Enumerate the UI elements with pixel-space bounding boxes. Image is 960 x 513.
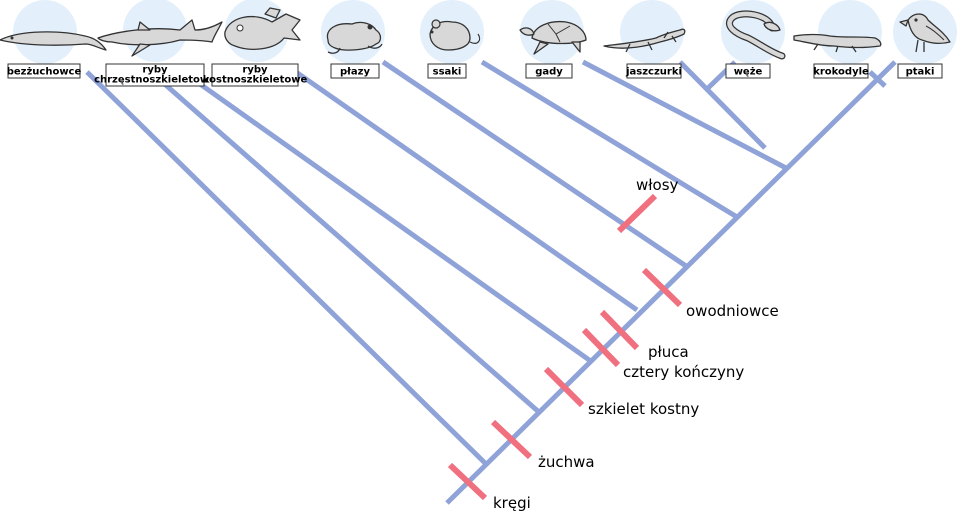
- branch-gady: [480, 59, 739, 220]
- icon-background: [620, 0, 684, 64]
- taxon-label-text: ssaki: [433, 67, 462, 78]
- mark-pluca: [599, 309, 640, 351]
- mouse-icon: [429, 19, 481, 51]
- taxon-icons: [0, 0, 957, 64]
- lizard-icon: [603, 28, 686, 53]
- trait-label-cztery-konczyny: cztery kończyny: [623, 363, 744, 381]
- branch-bezzuchowce: [85, 70, 489, 467]
- bony-fish-icon: [224, 7, 301, 50]
- taxon-label-text: węże: [734, 67, 763, 78]
- snake-icon: [725, 10, 786, 60]
- taxon-label-bezzuchowce: bezżuchowce: [7, 63, 82, 79]
- trunk: [445, 60, 897, 505]
- bird-icon: [899, 13, 951, 53]
- trait-label-owodniowce: owodniowce: [686, 302, 779, 320]
- taxon-label-ssaki: ssaki: [427, 63, 467, 79]
- branch-jaszczurki-tip: [678, 60, 767, 150]
- taxon-label-text: jaszczurki: [625, 67, 682, 78]
- icon-background: [818, 0, 882, 64]
- branch-ssaki: [381, 59, 688, 269]
- mark-szkielet-kostny: [543, 366, 585, 408]
- taxon-label-text: krokodyle: [813, 67, 869, 78]
- shark-icon: [97, 19, 223, 57]
- taxon-label-text: ptaki: [906, 67, 935, 78]
- taxon-label-text: gady: [535, 67, 563, 78]
- taxon-label-text: ryby: [242, 65, 268, 76]
- mark-owodniowce: [641, 267, 683, 308]
- taxon-label-krokodyle: krokodyle: [813, 63, 869, 79]
- taxon-label-text: bezżuchowce: [7, 67, 82, 78]
- turtle-icon: [519, 20, 587, 55]
- trait-labels: kręgi żuchwa szkielet kostny cztery kończyn…: [493, 176, 779, 512]
- crocodile-icon: [793, 33, 882, 53]
- taxon-label-plazy: płazy: [330, 63, 380, 79]
- branch-ryby-chrzestnoszkieletowe: [158, 78, 542, 415]
- trait-label-kregi: kręgi: [493, 494, 531, 512]
- taxon-label-text: płazy: [340, 67, 370, 78]
- frog-icon: [326, 21, 383, 54]
- taxon-label-weze: węże: [725, 63, 771, 79]
- taxon-label-text: chrzęstnoszkieletowe: [94, 75, 216, 86]
- trait-label-szkielet-kostny: szkielet kostny: [588, 400, 699, 418]
- trait-label-zuchwa: żuchwa: [538, 453, 595, 471]
- lamprey-icon: [0, 31, 107, 51]
- trait-label-wlosy: włosy: [636, 176, 679, 194]
- taxon-label-ptaki: ptaki: [897, 63, 943, 79]
- taxon-label-gady: gady: [525, 63, 573, 79]
- branch-plazy: [294, 69, 639, 313]
- trait-label-pluca: płuca: [648, 343, 689, 361]
- branch-ryby-kostnoszkieletowe: [198, 81, 594, 365]
- taxon-label-text: kostnoszkieletowe: [203, 75, 308, 86]
- mark-wlosy: [616, 193, 658, 234]
- branches: [85, 59, 897, 505]
- taxon-label-jaszczurki: jaszczurki: [625, 63, 682, 79]
- mark-cztery-konczyny: [581, 327, 621, 368]
- taxon-label-text: ryby: [142, 65, 168, 76]
- mark-kregi: [447, 462, 488, 501]
- mark-zuchwa: [490, 419, 533, 460]
- trait-marks: [447, 193, 683, 501]
- branch-jaszczurki: [581, 59, 788, 171]
- branch-krokodyle: [868, 70, 887, 88]
